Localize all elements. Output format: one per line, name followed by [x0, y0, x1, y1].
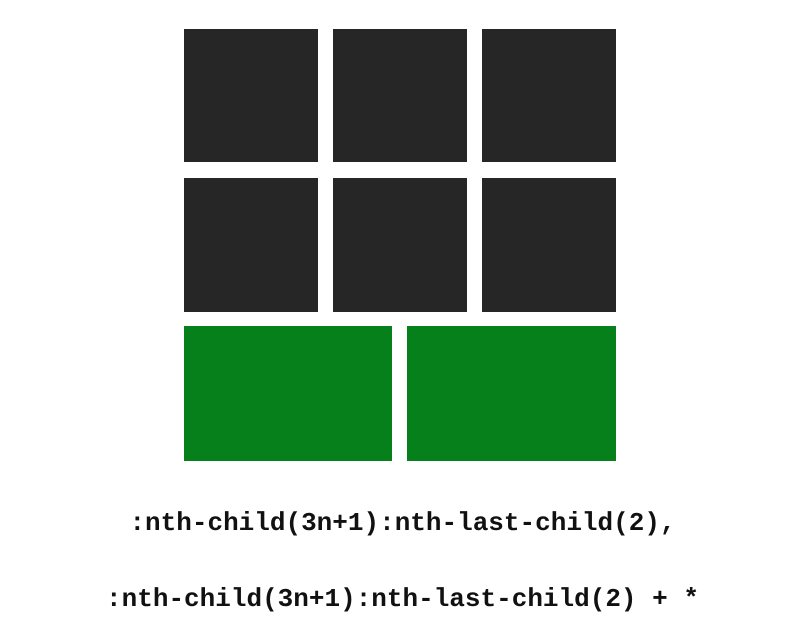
grid-tile-6	[482, 178, 616, 312]
grid-tile-8-highlighted	[407, 326, 616, 461]
grid-tile-4	[184, 178, 318, 312]
grid-tile-3	[482, 29, 616, 162]
selector-line-1: :nth-child(3n+1):nth-last-child(2),	[129, 508, 676, 538]
grid-tile-2	[333, 29, 467, 162]
grid-tile-7-highlighted	[184, 326, 392, 461]
grid-tile-5	[333, 178, 467, 312]
grid-tile-1	[184, 29, 318, 162]
selector-line-2: :nth-child(3n+1):nth-last-child(2) + *	[106, 584, 699, 614]
